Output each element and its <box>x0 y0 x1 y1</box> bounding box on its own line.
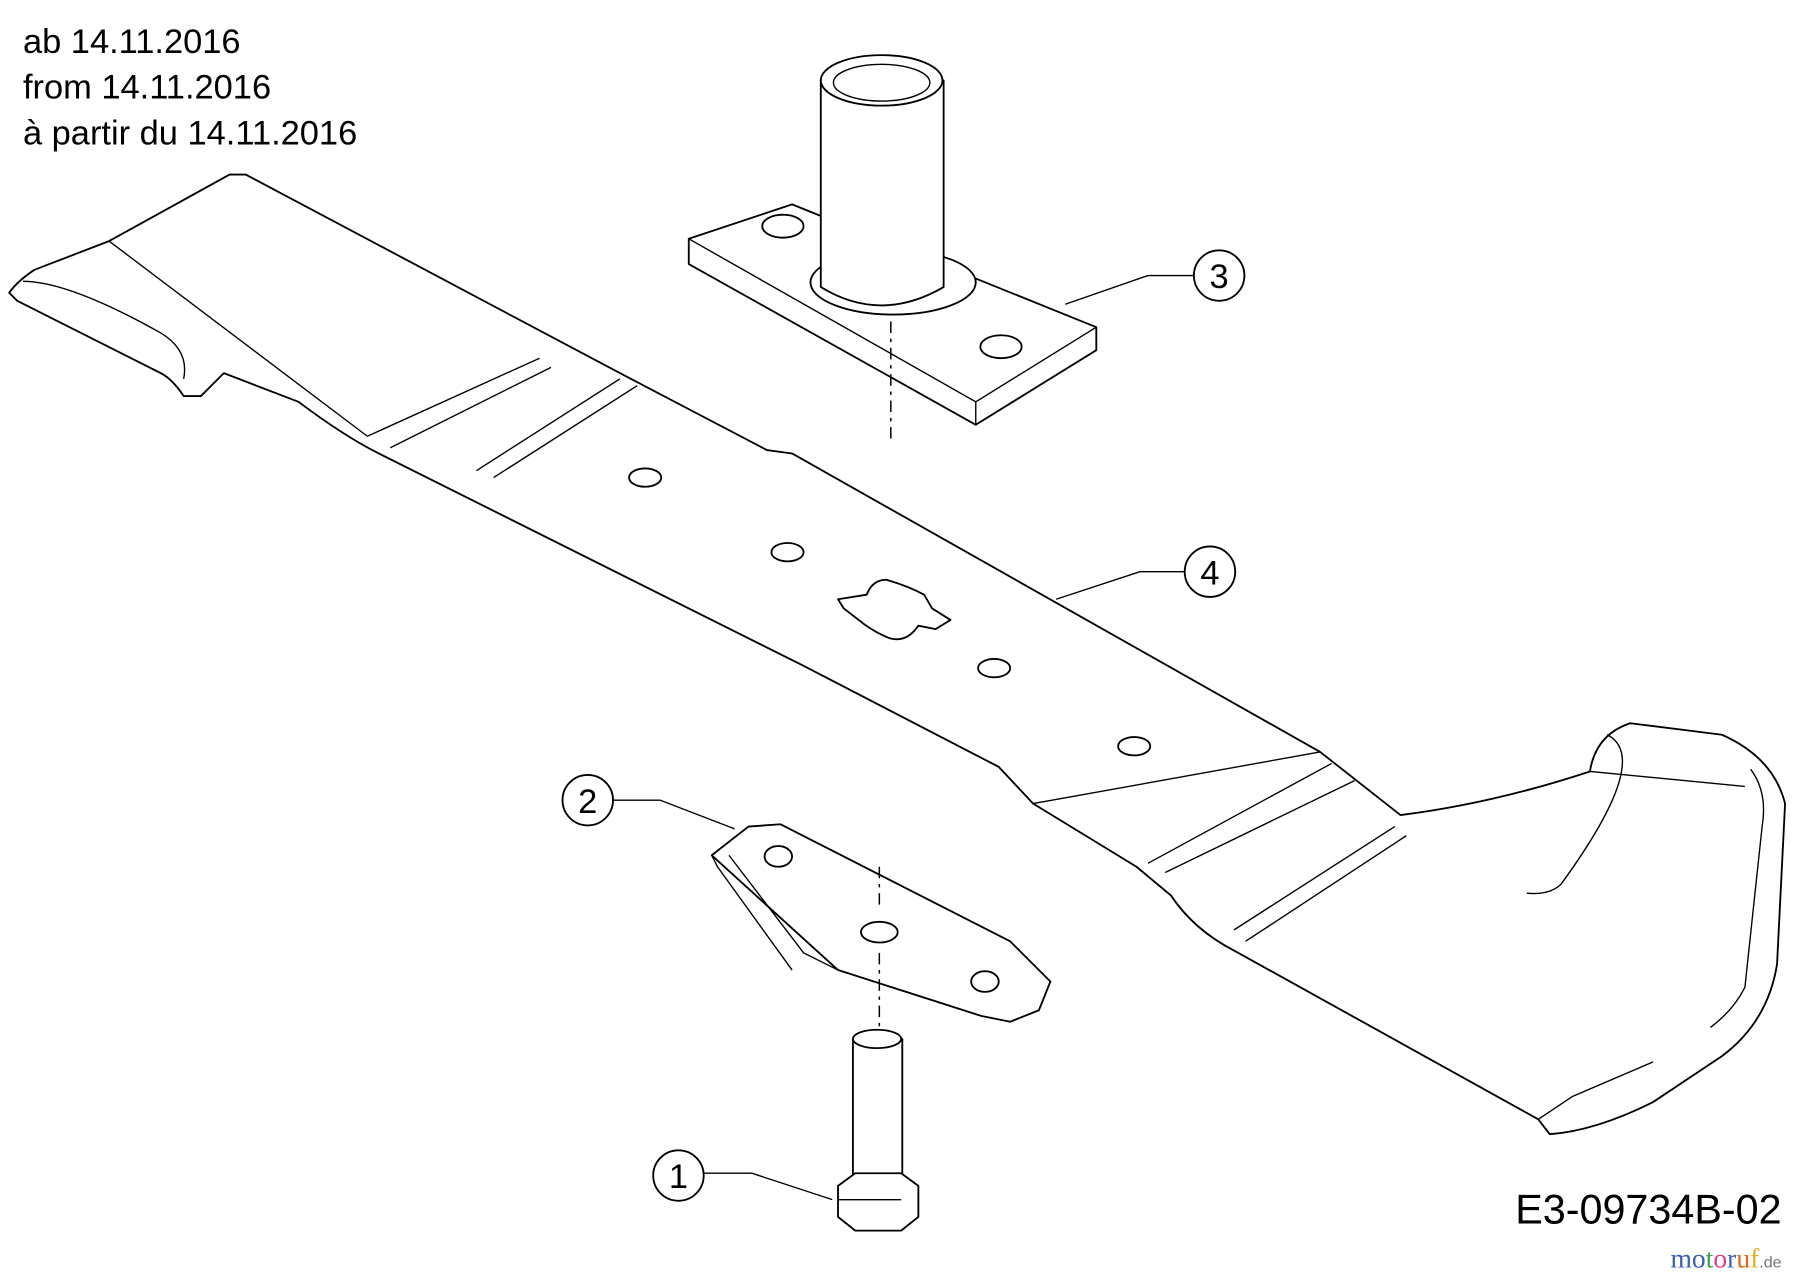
blade-support-plate <box>710 823 1052 1028</box>
callout-4[interactable]: 4 <box>1055 545 1237 600</box>
callout-3[interactable]: 3 <box>1065 249 1246 305</box>
callout-3-label: 3 <box>1210 258 1229 296</box>
blade <box>8 173 1786 1136</box>
blade-adapter <box>687 54 1098 442</box>
header-line-en: from 14.11.2016 <box>23 69 271 107</box>
watermark-suffix: .de <box>1759 1253 1781 1271</box>
watermark-letter: r <box>1727 1242 1736 1272</box>
watermark-letter: u <box>1736 1242 1750 1272</box>
watermark-logo: motoruf.de <box>1670 1242 1781 1272</box>
callout-1[interactable]: 1 <box>652 1149 833 1202</box>
bolt <box>837 1028 920 1232</box>
header-line-fr: à partir du 14.11.2016 <box>23 115 357 153</box>
callout-1-label: 1 <box>669 1158 688 1196</box>
watermark-letter: f <box>1750 1242 1760 1272</box>
watermark-letter: o <box>1713 1242 1727 1272</box>
watermark-letter: o <box>1692 1242 1706 1272</box>
callout-2[interactable]: 2 <box>561 773 735 830</box>
callout-2-label: 2 <box>578 783 597 821</box>
watermark-letter: t <box>1706 1242 1714 1272</box>
callout-4-label: 4 <box>1200 554 1219 592</box>
watermark-letter: m <box>1670 1242 1691 1272</box>
header-line-de: ab 14.11.2016 <box>23 23 241 61</box>
drawing-number: E3-09734B-02 <box>1515 1187 1781 1233</box>
